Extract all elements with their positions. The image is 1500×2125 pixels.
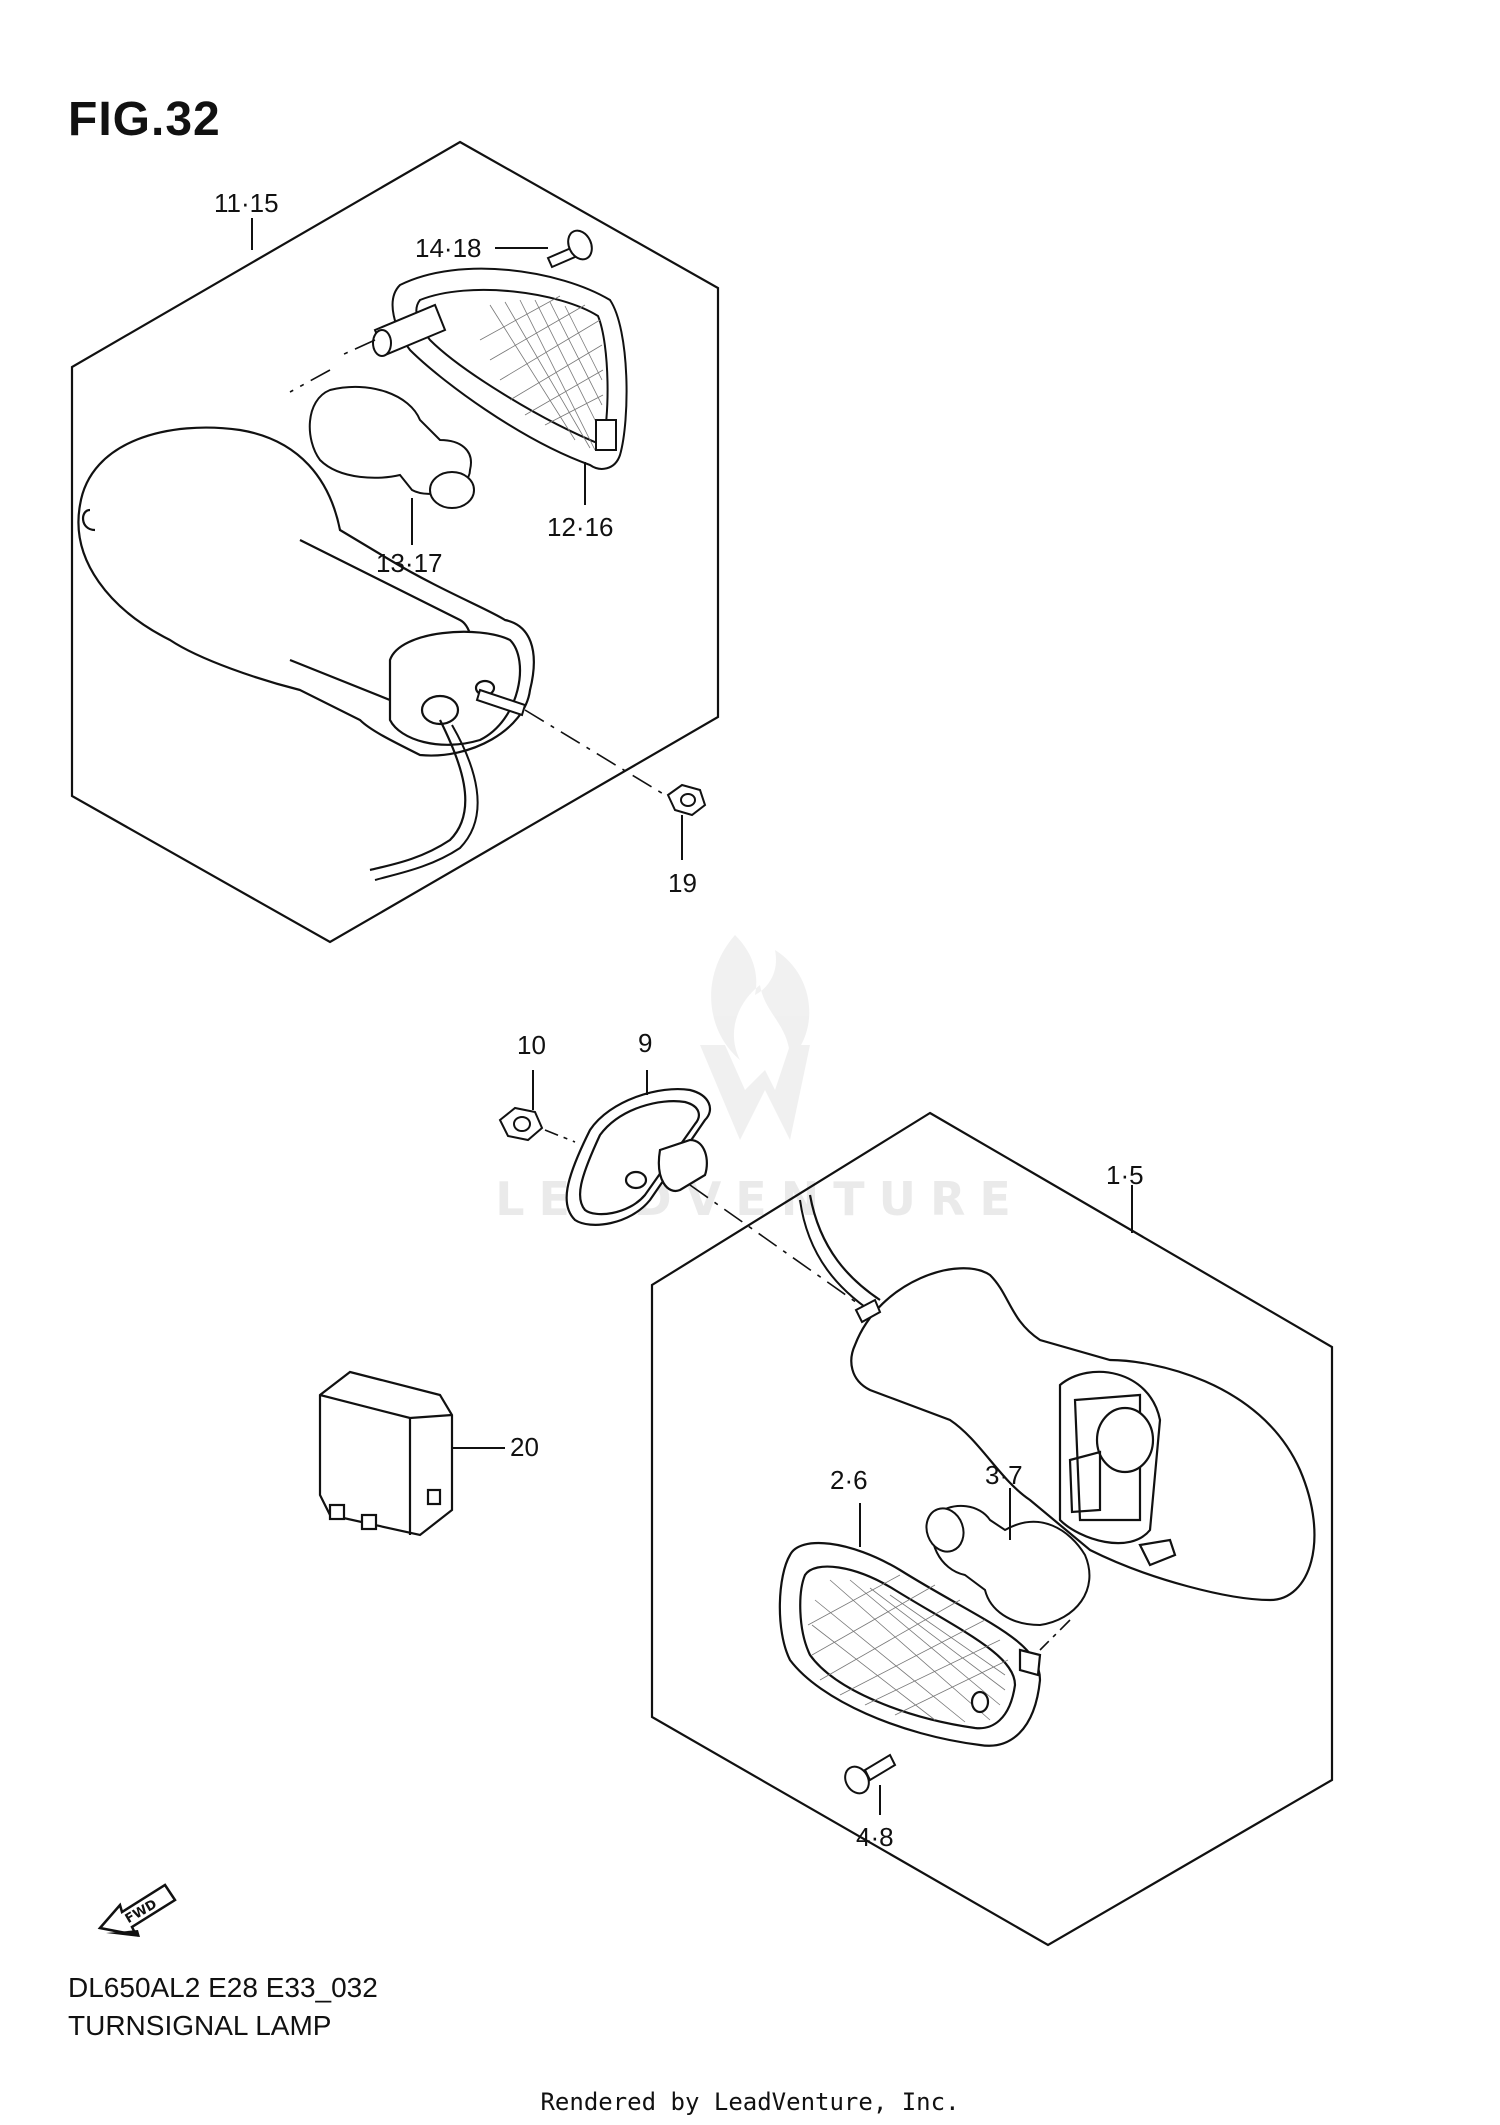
wire-lower-inner [799,1199,873,1313]
callout-1-5: 1·5 [1106,1160,1144,1190]
housing-upper [77,426,535,757]
figure-caption: TURNSIGNAL LAMP [68,2010,332,2041]
housing-lower [850,1267,1316,1602]
relay-20 [318,1370,454,1537]
callout-9: 9 [638,1028,653,1058]
stud-bolt-lower [854,1298,882,1324]
dash-line-nut [544,1129,576,1143]
leadventure-watermark-logo [700,935,810,1140]
fwd-arrow-icon: FWD [97,1883,177,1937]
callout-14-18: 14·18 [415,233,482,263]
model-code: DL650AL2 E28 E33_032 [68,1972,378,2003]
dash-line-bulb-lower [1039,1619,1071,1651]
lens-12-16 [372,267,628,470]
dash-line-gasket [689,1184,861,1306]
dash-line-bulb [289,369,331,393]
figure-title: FIG.32 [68,93,221,146]
callout-2-6: 2·6 [830,1465,868,1495]
nut-19 [666,783,707,817]
callout-11-15: 11·15 [214,188,279,218]
rendered-by-credit: Rendered by LeadVenture, Inc. [540,2088,960,2116]
callout-10: 10 [517,1030,546,1060]
callout-3-7: 3·7 [985,1460,1023,1490]
callout-12-16: 12·16 [547,512,614,542]
callout-19: 19 [668,868,697,898]
gasket-9 [565,1088,712,1226]
screw-14-18 [546,229,593,269]
wire-upper-inner [374,724,479,881]
dash-line-upper [524,709,666,796]
dash-line-lens [341,339,376,356]
callout-4-8: 4·8 [856,1822,894,1852]
screw-4-8 [844,1753,897,1795]
callout-20: 20 [510,1432,539,1462]
bulb-3-7 [925,1504,1091,1627]
assembly-box-11-15 [70,140,720,944]
stud-bolt-upper [475,688,527,717]
assembly-box-1-5 [650,1111,1334,1947]
callout-13-17: 13·17 [376,548,443,578]
wire-lower [808,1194,881,1301]
lens-2-6 [778,1541,1042,1747]
wire-upper [369,719,467,872]
nut-10 [498,1106,544,1142]
bulb-13-17 [308,385,475,509]
